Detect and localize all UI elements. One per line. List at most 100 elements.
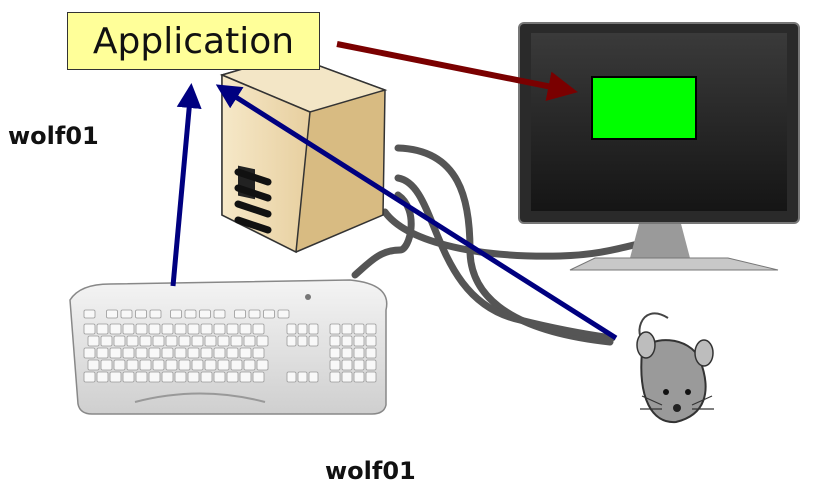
keyboard-key xyxy=(135,347,148,359)
keyboard-key xyxy=(286,371,297,383)
keyboard-key xyxy=(341,335,353,347)
keyboard-key xyxy=(139,359,152,371)
mouse-input-arrow xyxy=(215,84,618,341)
keyboard-key xyxy=(109,323,122,335)
keyboard-key xyxy=(308,371,319,383)
keyboard-key xyxy=(341,371,353,383)
keyboard-key xyxy=(353,335,365,347)
keyboard-key xyxy=(122,323,135,335)
keyboard-key xyxy=(243,335,256,347)
keyboard-key xyxy=(113,359,126,371)
keyboard-key xyxy=(226,371,239,383)
keyboard-key xyxy=(178,335,191,347)
keyboard-key xyxy=(365,359,377,371)
keyboard-key xyxy=(353,347,365,359)
keyboard-key xyxy=(161,323,174,335)
keyboard-key xyxy=(149,309,162,319)
keyboard-key xyxy=(83,309,96,319)
keyboard-key xyxy=(204,335,217,347)
keyboard-key xyxy=(161,347,174,359)
keyboard-key xyxy=(365,371,377,383)
keyboard-key xyxy=(178,359,191,371)
keyboard-key xyxy=(239,371,252,383)
output-arrow xyxy=(336,41,578,102)
keyboard-key xyxy=(297,371,308,383)
keyboard-key xyxy=(248,309,261,319)
keyboard-key xyxy=(353,359,365,371)
keyboard-key xyxy=(174,347,187,359)
keyboard-key xyxy=(256,359,269,371)
keyboard-input-arrow xyxy=(170,83,202,287)
keyboard-key xyxy=(297,323,308,335)
keyboard-key xyxy=(191,335,204,347)
keyboard-key xyxy=(329,359,341,371)
keyboard-key xyxy=(126,359,139,371)
keyboard-key xyxy=(204,359,217,371)
keyboard-key xyxy=(365,323,377,335)
keyboard-key xyxy=(152,359,165,371)
keyboard-key xyxy=(106,309,118,319)
keyboard-key xyxy=(230,335,243,347)
keyboard-key xyxy=(83,371,96,383)
keyboard-key xyxy=(109,347,122,359)
keyboard-key xyxy=(165,359,178,371)
keyboard-key xyxy=(122,371,135,383)
keyboard-key xyxy=(135,371,148,383)
keyboard-key xyxy=(286,335,297,347)
keyboard-key xyxy=(353,371,365,383)
keyboard-key xyxy=(234,309,246,319)
keyboard-key xyxy=(113,335,126,347)
keyboard-key xyxy=(329,371,341,383)
keyboard-key xyxy=(341,323,353,335)
keyboard-icon xyxy=(69,279,388,415)
keyboard-key xyxy=(329,347,341,359)
keyboard-key xyxy=(286,323,297,335)
mouse-icon xyxy=(636,312,714,424)
keyboard-key xyxy=(329,335,341,347)
keyboard-key xyxy=(277,309,290,319)
keyboard-key xyxy=(152,335,165,347)
keyboard-key xyxy=(329,323,341,335)
keyboard-key xyxy=(184,309,197,319)
keyboard-key xyxy=(191,359,204,371)
computer-tower-icon xyxy=(219,54,388,254)
keyboard-key xyxy=(341,347,353,359)
screen-window xyxy=(591,76,697,140)
keyboard-key xyxy=(83,323,96,335)
keyboard-key xyxy=(100,359,113,371)
keyboard-key xyxy=(308,323,319,335)
keyboard-key xyxy=(87,335,100,347)
keyboard-key xyxy=(353,323,365,335)
keyboard-key xyxy=(213,323,226,335)
keyboard-key xyxy=(187,371,200,383)
keyboard-key xyxy=(135,323,148,335)
keyboard-key xyxy=(187,323,200,335)
keyboard-key xyxy=(217,359,230,371)
application-box: Application xyxy=(67,12,320,70)
keyboard-key xyxy=(239,323,252,335)
keyboard-key xyxy=(365,335,377,347)
keyboard-key xyxy=(200,371,213,383)
keyboard-key xyxy=(226,323,239,335)
keyboard-key xyxy=(199,309,211,319)
keyboard-key xyxy=(170,309,182,319)
keyboard-key xyxy=(161,371,174,383)
keyboard-keys xyxy=(83,309,377,383)
keyboard-key xyxy=(120,309,133,319)
monitor-icon xyxy=(518,22,800,271)
keyboard-key xyxy=(96,371,109,383)
keyboard-key xyxy=(263,309,275,319)
keyboard-key xyxy=(139,335,152,347)
host-label-left: wolf01 xyxy=(8,122,99,150)
keyboard-key xyxy=(252,371,265,383)
keyboard-key xyxy=(341,359,353,371)
keyboard-key xyxy=(230,359,243,371)
keyboard-key xyxy=(252,347,265,359)
keyboard-key xyxy=(148,371,161,383)
keyboard-key xyxy=(109,371,122,383)
keyboard-key xyxy=(187,347,200,359)
keyboard-key xyxy=(100,335,113,347)
keyboard-key xyxy=(308,335,319,347)
keyboard-key xyxy=(213,371,226,383)
